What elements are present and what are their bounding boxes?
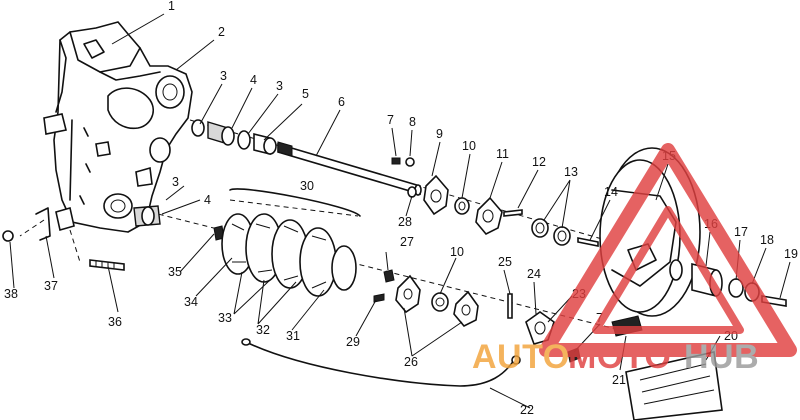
gearcase-housing [43,21,193,233]
small-fasteners-lower [373,269,395,303]
label-part-11: 11 [496,147,509,161]
label-part-28: 28 [398,215,412,229]
label-part-9: 9 [436,127,443,141]
label-part-8: 8 [409,115,416,129]
watermark-text-moto: MOTO [568,338,671,376]
label-part-30: 30 [300,179,314,193]
label-part-7: 7 [387,113,394,127]
label-part-18: 18 [760,233,774,247]
label-part-14: 14 [604,185,618,199]
label-part-6: 6 [338,95,345,109]
upper-shaft-assembly [191,119,422,196]
watermark-triangle-outer [539,143,797,357]
watermark: AUTO MOTO HUB [472,143,797,376]
label-part-4-second: 4 [204,193,211,207]
leader-lines [9,13,791,409]
label-part-34: 34 [184,295,198,309]
label-part-10: 10 [462,139,476,153]
label-part-3: 3 [220,69,227,83]
label-part-21: 21 [612,373,626,387]
label-part-27: 27 [400,235,414,249]
label-part-3-third: 3 [172,175,179,189]
label-part-33: 33 [218,311,232,325]
label-part-38: 38 [4,287,18,301]
label-part-36: 36 [108,315,122,329]
small-fasteners-upper [391,157,417,198]
label-part-37: 37 [44,279,58,293]
label-part-3-second: 3 [276,79,283,93]
label-part-35: 35 [168,265,182,279]
label-part-13: 13 [564,165,578,179]
label-part-17: 17 [734,225,748,239]
label-part-31: 31 [286,329,300,343]
lower-hardware [2,207,125,271]
bearing-plates-upper [423,174,503,235]
label-part-5: 5 [302,87,309,101]
watermark-text-auto: AUTO [472,338,570,376]
part-labels: 1 2 3 4 3 5 6 7 8 9 10 11 12 13 14 15 16… [4,0,798,417]
label-part-12: 12 [532,155,546,169]
label-part-29: 29 [346,335,360,349]
label-part-4: 4 [250,73,257,87]
label-part-26: 26 [404,355,418,369]
bearing-plates-lower [395,274,479,327]
label-part-2: 2 [218,25,225,39]
label-part-22: 22 [520,403,534,417]
label-part-32: 32 [256,323,270,337]
speedometer-cable [241,338,521,387]
watermark-triangle-inner [592,206,744,334]
label-part-25: 25 [498,255,512,269]
label-part-10-second: 10 [450,245,464,259]
label-part-19: 19 [784,247,798,261]
decal-sheet [625,351,723,420]
label-part-24: 24 [527,267,541,281]
gear-cluster [133,188,361,297]
label-part-1: 1 [168,0,175,13]
watermark-text-hub: HUB [684,338,759,376]
bolts-and-washers-upper [503,209,599,247]
